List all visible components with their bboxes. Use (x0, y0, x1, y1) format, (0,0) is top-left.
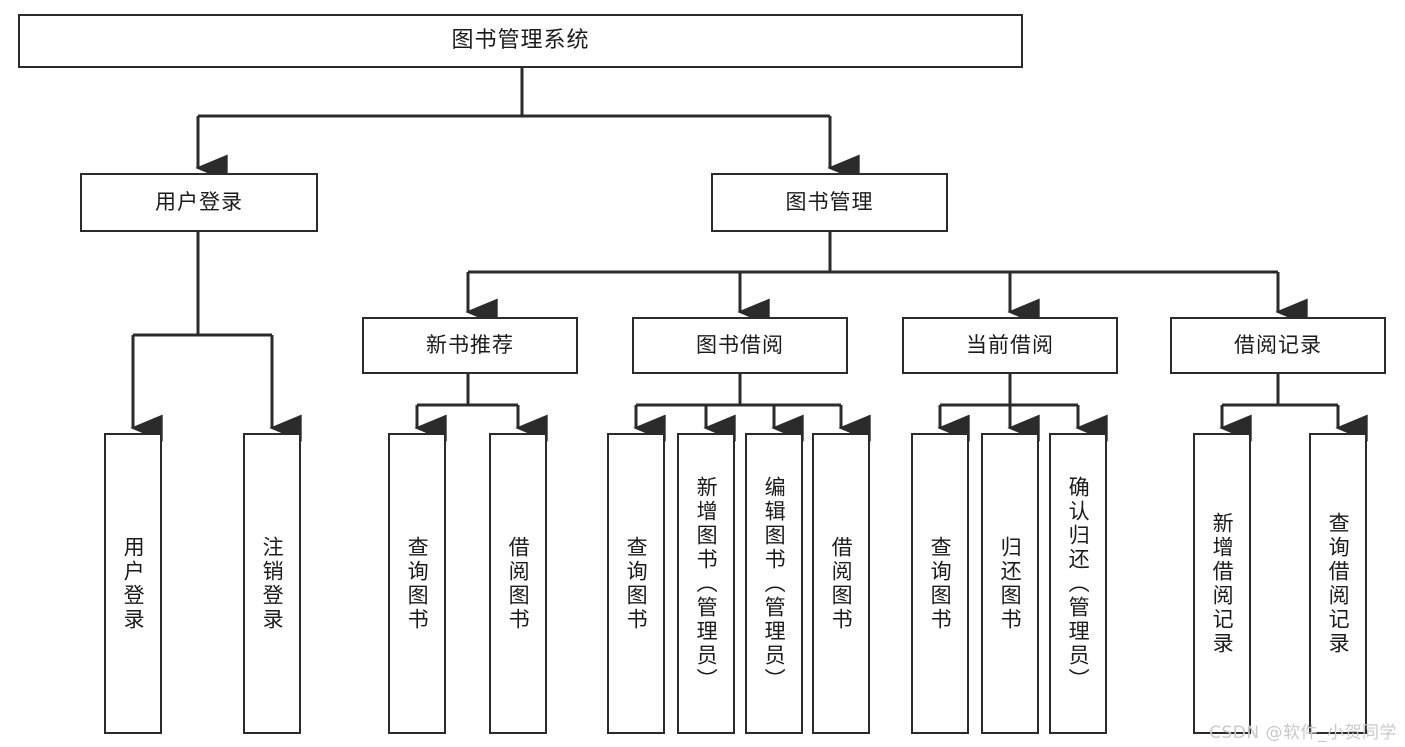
node-book-borrow[interactable]: 图书借阅 (632, 317, 848, 374)
node-book-management[interactable]: 图书管理 (711, 173, 948, 232)
leaf-add-borrow-record[interactable]: 新增借阅记录 (1193, 433, 1251, 734)
node-user-login[interactable]: 用户登录 (80, 173, 318, 232)
leaf-confirm-return-admin[interactable]: 确认归还（管理员） (1049, 433, 1107, 734)
leaf-add-book-admin[interactable]: 新增图书（管理员） (677, 433, 735, 734)
leaf-edit-book-admin-label: 编辑图书（管理员） (762, 475, 787, 692)
node-current-borrow[interactable]: 当前借阅 (902, 317, 1118, 374)
node-root-title[interactable]: 图书管理系统 (18, 14, 1023, 68)
leaf-borrow-book-a[interactable]: 借阅图书 (489, 433, 547, 734)
leaf-query-book-b-label: 查询图书 (624, 535, 649, 632)
node-book-borrow-label: 图书借阅 (696, 332, 784, 357)
leaf-query-borrow-record-label: 查询借阅记录 (1326, 511, 1351, 656)
leaf-borrow-book-b-label: 借阅图书 (829, 535, 854, 632)
leaf-query-book-a-label: 查询图书 (405, 535, 430, 632)
node-borrow-record[interactable]: 借阅记录 (1170, 317, 1386, 374)
leaf-edit-book-admin[interactable]: 编辑图书（管理员） (745, 433, 803, 734)
leaf-add-borrow-record-label: 新增借阅记录 (1210, 511, 1235, 656)
node-current-borrow-label: 当前借阅 (966, 332, 1054, 357)
leaf-return-book-label: 归还图书 (998, 535, 1023, 632)
leaf-user-login[interactable]: 用户登录 (104, 433, 162, 734)
leaf-query-book-c-label: 查询图书 (928, 535, 953, 632)
leaf-add-book-admin-label: 新增图书（管理员） (694, 475, 719, 692)
leaf-borrow-book-a-label: 借阅图书 (506, 535, 531, 632)
leaf-query-borrow-record[interactable]: 查询借阅记录 (1309, 433, 1367, 734)
node-new-book-recommend-label: 新书推荐 (426, 332, 514, 357)
node-book-management-label: 图书管理 (785, 189, 874, 214)
node-user-login-label: 用户登录 (155, 189, 243, 214)
leaf-borrow-book-b[interactable]: 借阅图书 (812, 433, 870, 734)
node-borrow-record-label: 借阅记录 (1234, 332, 1322, 357)
leaf-return-book[interactable]: 归还图书 (981, 433, 1039, 734)
csdn-watermark: CSDN @软件_小贺同学 (1209, 723, 1397, 743)
leaf-query-book-b[interactable]: 查询图书 (607, 433, 665, 734)
leaf-query-book-c[interactable]: 查询图书 (911, 433, 969, 734)
leaf-query-book-a[interactable]: 查询图书 (388, 433, 446, 734)
node-new-book-recommend[interactable]: 新书推荐 (362, 317, 578, 374)
leaf-logout[interactable]: 注销登录 (243, 433, 301, 734)
node-root-title-label: 图书管理系统 (451, 27, 590, 53)
leaf-confirm-return-admin-label: 确认归还（管理员） (1066, 475, 1091, 692)
leaf-logout-label: 注销登录 (260, 535, 285, 632)
leaf-user-login-label: 用户登录 (121, 535, 146, 632)
